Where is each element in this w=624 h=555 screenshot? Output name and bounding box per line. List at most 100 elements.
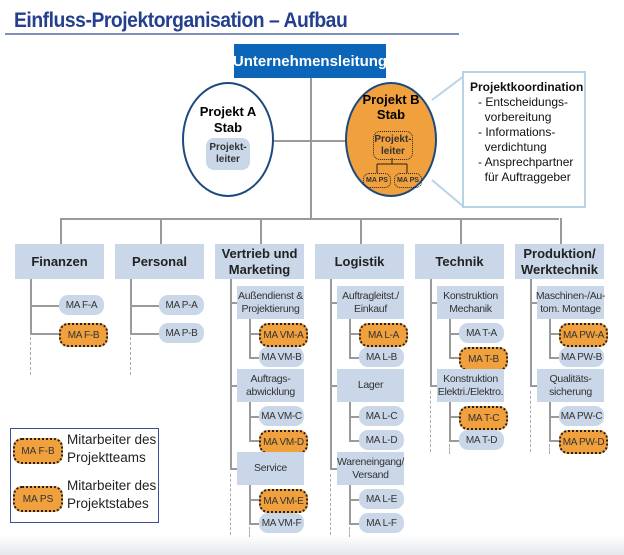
- callout-item: - Informations- verdichtung: [478, 125, 556, 154]
- member-ma-vm-c: MA VM-C: [259, 406, 304, 426]
- projekt-a-leiter: Projekt- leiter: [206, 138, 250, 170]
- connector-line: [330, 302, 337, 304]
- member-ma-l-f: MA L-F: [359, 513, 404, 533]
- connector-line: [549, 319, 551, 357]
- legend: MA F-B Mitarbeiter des Projektteams MA P…: [10, 428, 159, 523]
- connector-line: [530, 302, 537, 304]
- connector-line: [249, 485, 251, 523]
- member-ma-l-a: MA L-A: [359, 323, 408, 347]
- connector-line: [249, 402, 251, 440]
- member-ma-p-b: MA P-B: [159, 323, 204, 343]
- legend-label-stab: Mitarbeiter des Projektstabes: [67, 478, 157, 511]
- member-ma-vm-a: MA VM-A: [259, 323, 308, 347]
- projektkoordination-callout: Projektkoordination - Entscheidungs- vor…: [462, 71, 586, 208]
- unternehmensleitung-box: Unternehmensleitung: [233, 44, 387, 78]
- connector-continuation: [430, 391, 431, 452]
- department-produktion-werktechnik: Produktion/ Werktechnik: [515, 244, 604, 279]
- connector-line: [130, 279, 132, 333]
- connector-line: [249, 440, 259, 442]
- member-ma-t-b: MA T-B: [459, 347, 508, 371]
- connector-line: [30, 333, 59, 335]
- connector-line: [60, 218, 62, 244]
- group-konstruktion-mechanik: Konstruktion Mechanik: [437, 286, 504, 319]
- connector-line: [249, 523, 259, 525]
- group-konstruktion-elektri-elektro: Konstruktion Elektri./Elektro.: [437, 369, 504, 402]
- connector-line: [430, 302, 437, 304]
- connector-line: [230, 279, 232, 469]
- legend-chip-stab: MA PS: [13, 486, 63, 512]
- connector-continuation: [549, 444, 550, 454]
- connector-line: [349, 485, 351, 523]
- projekt-b-connector: [376, 158, 408, 173]
- connector-line: [249, 319, 251, 357]
- connector-line: [249, 333, 259, 335]
- member-ma-l-e: MA L-E: [359, 489, 404, 509]
- connector-continuation: [330, 474, 331, 535]
- connector-line: [549, 416, 559, 418]
- connector-line: [30, 305, 59, 307]
- callout-title: Projektkoordination: [470, 80, 584, 94]
- connector-line: [549, 357, 559, 359]
- group-qualitäts-sicherung: Qualitäts-sicherung: [537, 369, 604, 402]
- callout-item: - Entscheidungs- vorbereitung: [478, 95, 569, 124]
- connector-continuation: [449, 444, 450, 454]
- member-ma-vm-d: MA VM-D: [259, 430, 308, 454]
- connector-line: [330, 468, 337, 470]
- connector-continuation: [349, 527, 350, 537]
- connector-line: [160, 218, 162, 244]
- group-maschinen-au-tom-montage: Maschinen-/Au-tom. Montage: [536, 286, 605, 319]
- legend-chip-team: MA F-B: [13, 438, 63, 464]
- connector-line: [449, 333, 459, 335]
- connector-line: [530, 385, 537, 387]
- connector-line: [130, 333, 159, 335]
- group-lager: Lager: [337, 369, 404, 402]
- connector-line: [249, 357, 259, 359]
- callout-pointer: [431, 75, 465, 208]
- member-ma-f-b: MA F-B: [59, 323, 108, 347]
- member-ma-pw-b: MA PW-B: [559, 347, 604, 367]
- connector-line: [249, 416, 259, 418]
- projekt-a-stab: Projekt A Stab Projekt- leiter: [182, 82, 274, 197]
- department-finanzen: Finanzen: [15, 244, 104, 279]
- group-auftragleitst-einkauf: Auftragleitst./ Einkauf: [337, 286, 404, 319]
- connector-line: [430, 279, 432, 386]
- member-ma-pw-c: MA PW-C: [559, 406, 604, 426]
- connector-line: [349, 523, 359, 525]
- member-ma-l-c: MA L-C: [359, 406, 404, 426]
- connector-line: [349, 499, 359, 501]
- connector-line: [560, 218, 562, 244]
- projekt-a-title: Projekt A: [199, 104, 257, 119]
- projekt-b-stab: Projekt B Stab Projekt- leiter MA PS MA …: [345, 82, 437, 197]
- connector-continuation: [130, 337, 131, 375]
- member-ma-pw-a: MA PW-A: [559, 323, 608, 347]
- connector-line: [249, 499, 259, 501]
- group-wareneingang-versand: Wareneingang/ Versand: [337, 452, 404, 485]
- connector-continuation: [530, 391, 531, 452]
- connector-line: [130, 305, 159, 307]
- connector-line: [549, 333, 559, 335]
- department-vertrieb-und-marketing: Vertrieb und Marketing: [215, 244, 304, 279]
- connector-line: [230, 385, 237, 387]
- connector-line: [349, 440, 359, 442]
- connector-line: [349, 357, 359, 359]
- member-ma-t-a: MA T-A: [459, 323, 504, 343]
- connector-line: [330, 279, 332, 469]
- connector-line: [449, 357, 459, 359]
- connector-continuation: [230, 474, 231, 535]
- member-ma-t-c: MA T-C: [459, 406, 508, 430]
- connector-line: [430, 385, 437, 387]
- group-service: Service: [237, 452, 304, 485]
- connector-line: [230, 468, 237, 470]
- projekt-b-ma-ps: MA PS: [363, 173, 391, 188]
- group-außendienst-projektierung: Außendienst & Projektierung: [237, 286, 304, 319]
- legend-label-team: Mitarbeiter des Projektteams: [67, 432, 157, 465]
- department-logistik: Logistik: [315, 244, 404, 279]
- connector-line: [230, 302, 237, 304]
- page-title: Einfluss-Projektorganisation – Aufbau: [14, 9, 348, 32]
- projekt-b-title: Projekt B: [362, 92, 420, 107]
- connector-line: [349, 416, 359, 418]
- member-ma-l-b: MA L-B: [359, 347, 404, 367]
- member-ma-t-d: MA T-D: [459, 430, 504, 450]
- member-ma-vm-e: MA VM-E: [259, 489, 308, 513]
- connector-line: [449, 416, 459, 418]
